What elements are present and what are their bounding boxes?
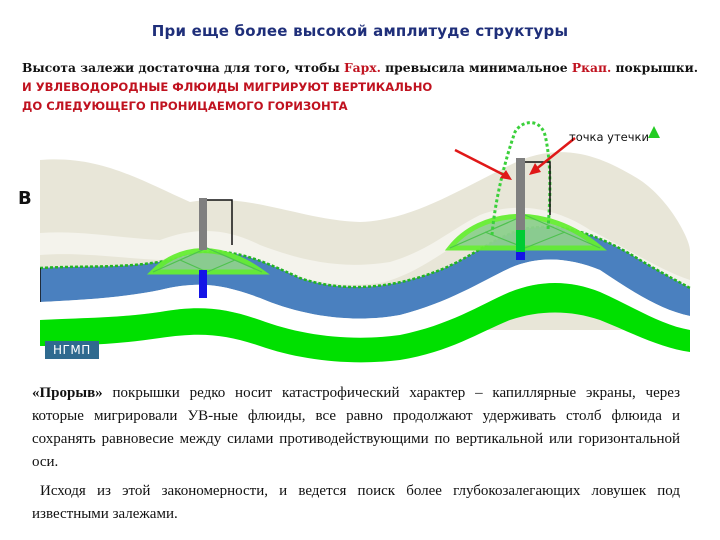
breakthrough-text: покрышки редко носит катастрофический ха… — [32, 385, 680, 470]
gap-layer — [40, 259, 690, 338]
slide-title: При еще более высокой амплитуде структур… — [151, 22, 569, 40]
ngmp-label: НГМП — [45, 341, 99, 359]
term-rkap: Ркап. — [571, 60, 612, 75]
intro-line: Высота залежи достаточна для того, чтобы… — [22, 60, 698, 75]
intro-text-2: превысила минимальное — [380, 60, 572, 75]
paragraph-search: Исходя из этой закономерности, и ведется… — [32, 483, 680, 522]
red-arrow-left-head — [500, 170, 512, 180]
geological-cross-section — [40, 121, 691, 363]
term-farch: Fарх. — [343, 60, 381, 75]
panel-letter: В — [18, 188, 32, 209]
right-well-bottom — [516, 252, 525, 260]
source-rock-layer — [40, 283, 690, 363]
leak-point-triangle-icon — [648, 126, 660, 138]
highlight-line-2: ДО СЛЕДУЮЩЕГО ПРОНИЦАЕМОГО ГОРИЗОНТА — [22, 99, 348, 113]
right-well-lower — [516, 230, 525, 260]
left-well-upper — [199, 198, 207, 250]
right-well-bracket — [525, 161, 551, 215]
left-well-bracket — [207, 199, 233, 245]
red-arrow-right — [534, 137, 576, 171]
left-well-lower — [199, 270, 207, 298]
red-arrow-left — [454, 148, 507, 178]
left-hydrocarbon-pool — [146, 248, 270, 275]
highlight-line-1: И УВЛЕВОДОРОДНЫЕ ФЛЮИДЫ МИГРИРУЮТ ВЕРТИК… — [22, 80, 433, 94]
red-arrow-right-head — [529, 163, 541, 175]
intro-text-3: покрышки. — [611, 60, 699, 75]
paragraph-breakthrough: «Прорыв» покрышки редко носит катастрофи… — [32, 382, 680, 474]
right-well-upper — [516, 158, 525, 230]
breakthrough-term: «Прорыв» — [32, 385, 103, 401]
intro-text-1: Высота залежи достаточна для того, чтобы — [22, 60, 344, 75]
leak-point-label: точка утечки — [569, 130, 649, 144]
cap-rock-strip — [40, 207, 690, 295]
